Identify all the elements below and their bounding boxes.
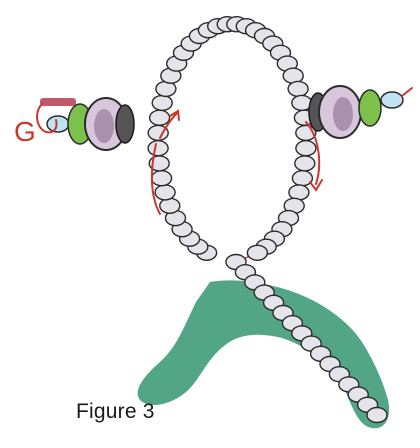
- left-blue-seed-bead: [47, 116, 69, 132]
- seed-bead: [295, 156, 315, 171]
- seed-bead: [148, 141, 168, 156]
- seed-bead: [152, 95, 172, 110]
- seed-bead: [296, 141, 316, 156]
- left-end-bead-group: [40, 98, 134, 150]
- seed-bead: [288, 81, 308, 96]
- left-label-g: G: [14, 116, 36, 147]
- right-end-bead-group: [309, 86, 403, 138]
- seed-bead: [292, 171, 312, 186]
- left-dark-rondelle: [116, 105, 134, 143]
- seed-bead: [150, 110, 170, 125]
- right-green-spacer: [359, 90, 381, 126]
- seed-bead: [160, 198, 180, 213]
- seed-bead: [247, 245, 267, 260]
- seed-bead: [367, 408, 387, 423]
- seed-bead: [152, 171, 172, 186]
- right-blue-seed-bead: [381, 92, 403, 108]
- figure-caption: Figure 3: [76, 400, 155, 424]
- seed-bead: [155, 185, 175, 200]
- seed-bead: [289, 185, 309, 200]
